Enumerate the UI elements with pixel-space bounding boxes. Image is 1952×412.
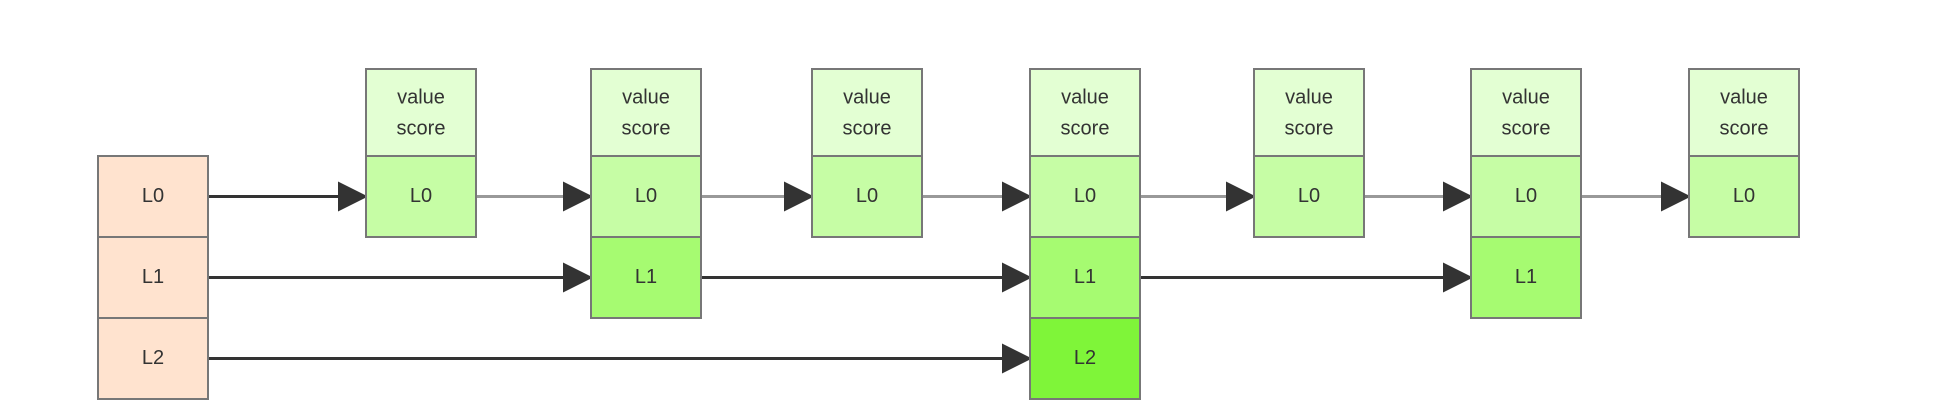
header-level-l1-label: L1	[142, 266, 164, 288]
node-6-level-l0-box	[1470, 155, 1582, 238]
node-4-level-l2-box	[1029, 317, 1141, 400]
node-2-level-l0-box	[590, 155, 702, 238]
node-5-value-box	[1253, 68, 1365, 157]
node-2-value-box	[590, 68, 702, 157]
node-6-value-box	[1470, 68, 1582, 157]
node-3-level-l0-box	[811, 155, 923, 238]
node-3-score-label: score	[843, 117, 892, 139]
node-5-level-l0-box	[1253, 155, 1365, 238]
node-4-value-label: value	[1061, 86, 1109, 108]
header-level-l2-box	[97, 317, 209, 400]
node-4-level-l1-box	[1029, 236, 1141, 319]
arrows-layer	[208, 181, 1691, 374]
node-4-score-label: score	[1061, 117, 1110, 139]
node-7-value-label: value	[1720, 86, 1768, 108]
node-7-score-label: score	[1720, 117, 1769, 139]
node-5-value-label: value	[1285, 86, 1333, 108]
node-5-score-label: score	[1285, 117, 1334, 139]
node-4-value-box	[1029, 68, 1141, 157]
header-level-l2-label: L2	[142, 347, 164, 369]
node-1-value-box	[365, 68, 477, 157]
node-4-level-l2-label: L2	[1074, 347, 1096, 369]
node-2-level-l1-box	[590, 236, 702, 319]
node-6-level-l1-box	[1470, 236, 1582, 319]
node-6-level-l1-label: L1	[1515, 266, 1537, 288]
node-3-value-box	[811, 68, 923, 157]
header-level-l0-box	[97, 155, 209, 238]
header-level-l1-box	[97, 236, 209, 319]
node-2-level-l1-label: L1	[635, 266, 657, 288]
node-1-value-label: value	[397, 86, 445, 108]
node-2-score-label: score	[622, 117, 671, 139]
node-4-level-l0-box	[1029, 155, 1141, 238]
node-7-value-box	[1688, 68, 1800, 157]
node-6-score-label: score	[1502, 117, 1551, 139]
node-2-level-l0-label: L0	[635, 185, 657, 207]
node-6-level-l0-label: L0	[1515, 185, 1537, 207]
node-1-level-l0-box	[365, 155, 477, 238]
node-4-level-l1-label: L1	[1074, 266, 1096, 288]
node-4-level-l0-label: L0	[1074, 185, 1096, 207]
node-3-value-label: value	[843, 86, 891, 108]
node-6-value-label: value	[1502, 86, 1550, 108]
header-level-l0-label: L0	[142, 185, 164, 207]
node-7-level-l0-label: L0	[1733, 185, 1755, 207]
node-1-level-l0-label: L0	[410, 185, 432, 207]
node-7-level-l0-box	[1688, 155, 1800, 238]
node-3-level-l0-label: L0	[856, 185, 878, 207]
node-2-value-label: value	[622, 86, 670, 108]
node-5-level-l0-label: L0	[1298, 185, 1320, 207]
node-1-score-label: score	[397, 117, 446, 139]
